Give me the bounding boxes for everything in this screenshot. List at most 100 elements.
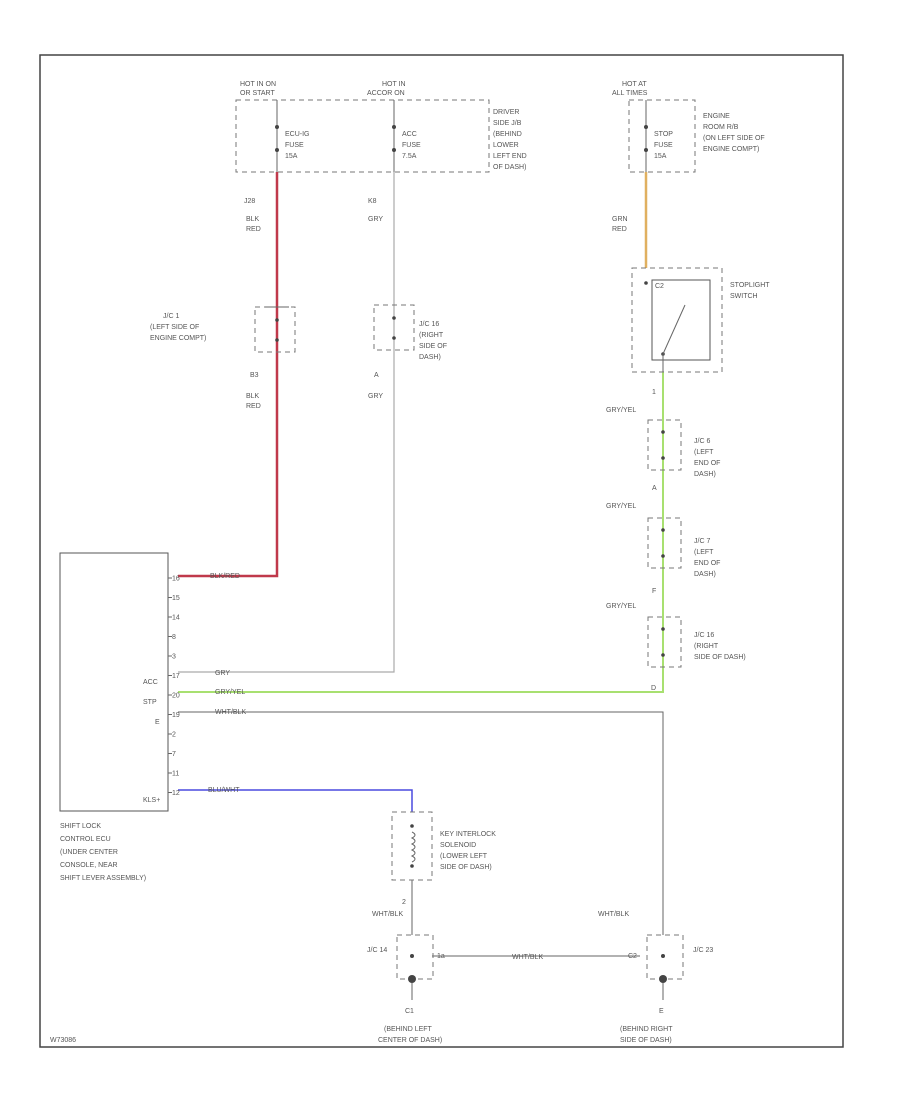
stoplight-label: STOPLIGHT	[730, 282, 770, 289]
pin-k8: K8	[368, 198, 377, 205]
wire-blk-red	[178, 172, 279, 578]
ecu-pin-8: 8	[172, 634, 176, 641]
ecu-pin-20: 20	[172, 693, 180, 700]
solenoid-coil-icon	[410, 831, 416, 863]
wire-color-mid-2: GRY	[368, 393, 383, 400]
diagram-id: W73086	[50, 1037, 76, 1044]
pin-a-right: A	[652, 485, 657, 492]
acc-fuse: ACC	[402, 131, 417, 138]
svg-text:ACCOR ON: ACCOR ON	[367, 90, 405, 97]
pin-a: A	[374, 372, 379, 379]
svg-text:FUSE: FUSE	[402, 142, 421, 149]
wire-color-mid-1: GRY	[368, 216, 383, 223]
ecu-pin-19: 19	[172, 712, 180, 719]
wire-blu-wht	[178, 789, 413, 812]
wire-gry-yel-2: GRY/YEL	[606, 503, 636, 510]
stoplight-switch: C2 STOPLIGHT SWITCH	[631, 267, 770, 373]
ground-right-id: E	[659, 1008, 664, 1015]
jc23-connector: J/C 23 C2	[628, 934, 713, 1000]
svg-text:SIDE OF DASH): SIDE OF DASH)	[694, 654, 746, 661]
wht-blk-right-label: WHT/BLK	[598, 911, 629, 918]
ecu-wire-gry: GRY	[215, 670, 230, 677]
svg-text:15A: 15A	[654, 153, 667, 160]
driver-side-jb: HOT IN ON OR START HOT IN ACCOR ON ECU-I…	[235, 81, 527, 173]
ground-left: C1 (BEHIND LEFT CENTER OF DASH)	[378, 1008, 442, 1044]
svg-text:(BEHIND RIGHT: (BEHIND RIGHT	[620, 1026, 673, 1033]
wire-wht-blk-ecu	[178, 711, 664, 935]
engine-room-rb: HOT AT ALL TIMES STOP FUSE 15A ENGINE RO…	[612, 81, 765, 173]
pin-f: F	[652, 588, 656, 595]
svg-text:(BEHIND: (BEHIND	[493, 131, 522, 138]
solenoid-pin: 2	[402, 899, 406, 906]
wire-gry-yel	[178, 372, 664, 693]
ecu-pin-3: 3	[172, 654, 176, 661]
jc7-label: J/C 7	[694, 538, 710, 545]
svg-text:(RIGHT: (RIGHT	[419, 332, 444, 339]
jc14-connector: J/C 14 1a	[367, 934, 445, 1000]
svg-text:(LEFT: (LEFT	[694, 449, 714, 456]
ecu-kls-label: KLS+	[143, 797, 160, 804]
svg-text:END OF: END OF	[694, 560, 720, 567]
jc16-mid-label: J/C 16	[419, 321, 439, 328]
stop-fuse: STOP	[654, 131, 673, 138]
ecu-wire-wht-blk: WHT/BLK	[215, 709, 246, 716]
svg-text:(BEHIND LEFT: (BEHIND LEFT	[384, 1026, 433, 1033]
jc14-pin: 1a	[437, 953, 445, 960]
jc7-connector: J/C 7 (LEFT END OF DASH)	[647, 517, 720, 578]
svg-text:SIDE J/B: SIDE J/B	[493, 120, 522, 127]
svg-text:SHIFT LEVER ASSEMBLY): SHIFT LEVER ASSEMBLY)	[60, 875, 146, 882]
diagram-frame	[39, 54, 844, 1048]
ecu-pin-16: 16	[172, 576, 180, 583]
jc16-mid-connector: J/C 16 (RIGHT SIDE OF DASH)	[373, 304, 447, 361]
engine-room-rb-label: ENGINE	[703, 113, 730, 120]
jc23-pin: C2	[628, 953, 637, 960]
hot-right-label: HOT AT	[622, 81, 647, 88]
ecu-pin-2: 2	[172, 732, 176, 739]
solenoid-label: KEY INTERLOCK	[440, 831, 496, 838]
svg-text:(LEFT: (LEFT	[694, 549, 714, 556]
pin-b3: B3	[250, 372, 259, 379]
svg-text:15A: 15A	[285, 153, 298, 160]
jc6-connector: J/C 6 (LEFT END OF DASH)	[647, 419, 720, 478]
svg-text:ALL TIMES: ALL TIMES	[612, 90, 648, 97]
ecu-pin-11: 11	[172, 771, 179, 778]
ecu-pin-17: 17	[172, 673, 180, 680]
jc1-connector: J/C 1 (LEFT SIDE OF ENGINE COMPT)	[150, 306, 296, 353]
wire-gry	[178, 172, 395, 673]
svg-text:FUSE: FUSE	[285, 142, 304, 149]
jc14-label: J/C 14	[367, 947, 387, 954]
svg-text:RED: RED	[246, 226, 261, 233]
ecu-pin-15: 15	[172, 595, 180, 602]
ecu-wire-blk-red: BLK/RED	[210, 573, 240, 580]
svg-text:ENGINE COMPT): ENGINE COMPT)	[150, 335, 206, 342]
svg-text:(LEFT SIDE OF: (LEFT SIDE OF	[150, 324, 199, 331]
svg-text:RED: RED	[612, 226, 627, 233]
ecu-wire-gry-yel: GRY/YEL	[215, 689, 245, 696]
wire-gry-yel-1: GRY/YEL	[606, 407, 636, 414]
svg-text:7.5A: 7.5A	[402, 153, 417, 160]
svg-text:ROOM R/B: ROOM R/B	[703, 124, 739, 131]
ecu-e-label: E	[155, 719, 160, 726]
svg-text:(LOWER LEFT: (LOWER LEFT	[440, 853, 488, 860]
hot-left-label: HOT IN ON	[240, 81, 276, 88]
jc16-right-connector: J/C 16 (RIGHT SIDE OF DASH)	[647, 616, 746, 668]
wire-color-left-2: BLK	[246, 393, 260, 400]
svg-text:ENGINE COMPT): ENGINE COMPT)	[703, 146, 759, 153]
wht-blk-left-label: WHT/BLK	[372, 911, 403, 918]
svg-text:FUSE: FUSE	[654, 142, 673, 149]
svg-text:OF DASH): OF DASH)	[493, 164, 526, 171]
pin-1: 1	[652, 389, 656, 396]
ecu-pin-7: 7	[172, 751, 176, 758]
svg-text:CONTROL ECU: CONTROL ECU	[60, 836, 111, 843]
svg-text:SWITCH: SWITCH	[730, 293, 758, 300]
ground-right: E (BEHIND RIGHT SIDE OF DASH)	[620, 1008, 673, 1044]
hot-mid-label: HOT IN	[382, 81, 406, 88]
wire-color-right-1: GRN	[612, 216, 628, 223]
svg-text:SIDE OF DASH): SIDE OF DASH)	[440, 864, 492, 871]
ecu-title: SHIFT LOCK	[60, 823, 101, 830]
jc6-label: J/C 6	[694, 438, 710, 445]
svg-text:(RIGHT: (RIGHT	[694, 643, 719, 650]
svg-text:SIDE OF DASH): SIDE OF DASH)	[620, 1037, 672, 1044]
